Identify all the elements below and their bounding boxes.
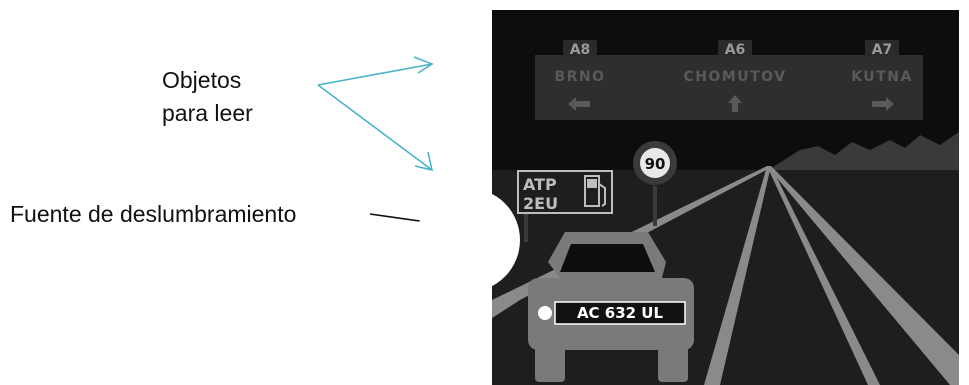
speed-sign-value: 90 bbox=[645, 155, 666, 173]
speed-sign-post bbox=[653, 186, 657, 226]
car-headlight-left bbox=[538, 306, 552, 320]
service-sign-line2: 2EU bbox=[523, 194, 558, 213]
car-wheel-right bbox=[658, 346, 688, 382]
readable-objects-arrows bbox=[318, 57, 432, 170]
service-sign-post bbox=[524, 212, 528, 242]
glare-source-light bbox=[416, 188, 520, 292]
route-number: A7 bbox=[872, 42, 893, 58]
route-city: BRNO bbox=[554, 69, 605, 85]
service-sign-line1: ATP bbox=[523, 175, 557, 194]
route-number: A8 bbox=[570, 42, 591, 58]
car-wheel-left bbox=[535, 346, 565, 382]
arrow-to-overhead-sign bbox=[318, 64, 432, 85]
arrow-to-roadside-signs bbox=[318, 85, 432, 170]
car-windshield bbox=[560, 244, 655, 272]
route-city: KUTNA bbox=[851, 69, 913, 85]
license-plate-number: AC 632 UL bbox=[577, 304, 664, 322]
route-number: A6 bbox=[725, 42, 746, 58]
route-city: CHOMUTOV bbox=[683, 69, 786, 85]
overhead-sign-panel bbox=[535, 55, 923, 120]
